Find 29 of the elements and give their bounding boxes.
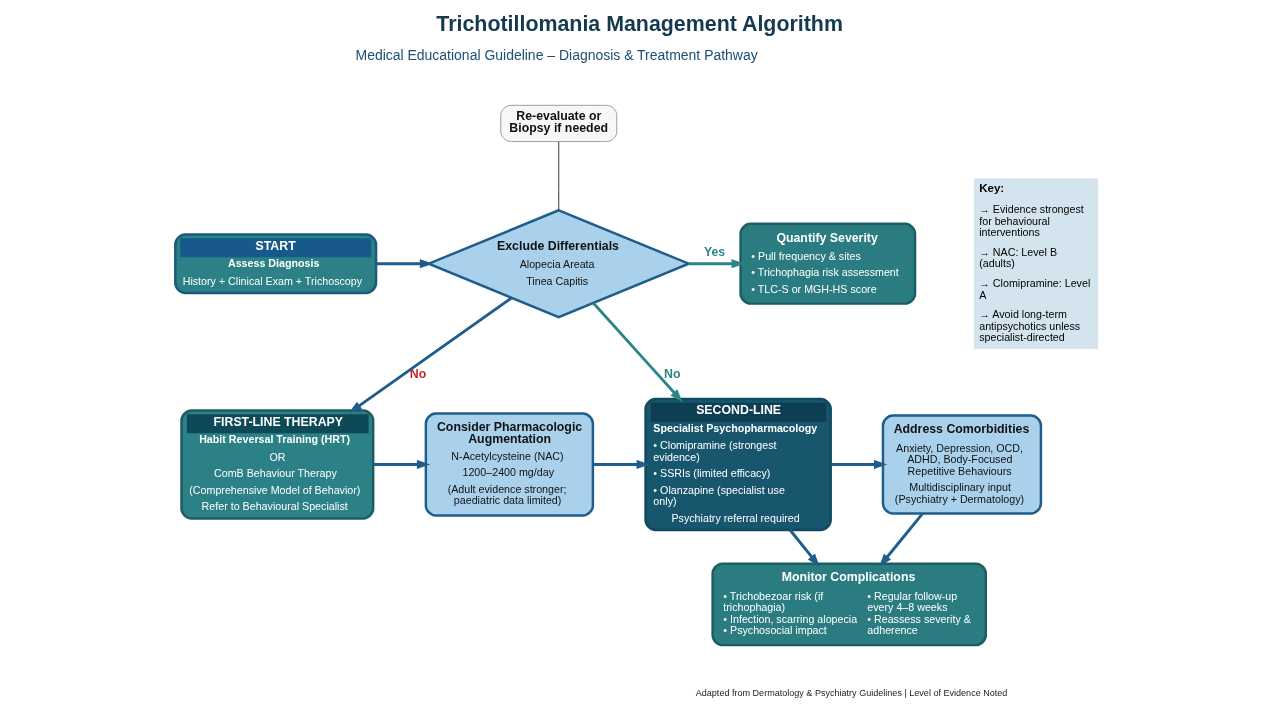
arrow: [348, 296, 513, 414]
label: Medical Educational Guideline – Diagnosis & Treatment Pathway: [355, 47, 758, 64]
arrow: [830, 459, 888, 470]
node-box: Re-evaluate or Biopsy if needed: [500, 104, 618, 143]
edge-label: No: [664, 366, 681, 381]
arrow: [879, 512, 924, 567]
node-box: Address Comorbidities Anxiety, Depression, OCD, ADHD, Body-Focused Repetitive Behaviours Multidisciplinary input (Psychiatry + Dermatology): [881, 414, 1043, 515]
label: → Clomipramine: Level A: [979, 277, 1091, 301]
node-box: Consider Pharmacologic Augmentation N-Acetylcysteine (NAC) 1200–2400 mg/day (Adult evidence stronger; paediatric data limited): [424, 412, 595, 517]
arrow: [373, 459, 431, 470]
arrow: [592, 459, 650, 470]
connector: [558, 141, 560, 211]
edge-label: No: [409, 366, 427, 381]
label: → Avoid long-term antipsychotics unless specialist-directed: [979, 308, 1081, 344]
node-box: Quantify Severity • Pull frequency & sites • Trichophagia risk assessment • TLC-S or MGH-HS score: [739, 222, 917, 305]
node-box: Monitor Complications • Trichobezoar risk (if trichophagia) • Infection, scarring alopecia • Psychosocial impact • Regular follow-up every 4–8 weeks • Reassess severity & adherence: [711, 562, 988, 647]
label: → Evidence strongest for behavioural interventions: [979, 203, 1084, 239]
node-box: SECOND-LINE Specialist Psychopharmacology • Clomipramine (strongest evidence) • SSRIs (limited efficacy) • Olanzapine (specialist use only) Psychiatry referral required: [644, 397, 832, 532]
edge-label: Yes: [703, 245, 726, 260]
diagram-title: Trichotillomania Management Algorithm: [436, 12, 843, 37]
arrow: [376, 259, 434, 269]
label: Key:: [979, 182, 1005, 195]
arrow: [592, 302, 683, 403]
label: Adapted from Dermatology & Psychiatry Guidelines | Level of Evidence Noted: [695, 687, 1008, 698]
arrow: [788, 529, 820, 567]
arrow: [688, 259, 745, 269]
node-box: START Assess Diagnosis History + Clinical Exam + Trichoscopy: [174, 233, 378, 295]
label: → NAC: Level B (adults): [979, 245, 1058, 270]
node-box: FIRST-LINE THERAPY Habit Reversal Training (HRT) OR ComB Behaviour Therapy (Comprehensive Model of Behavior) Refer to Behavioural Specialist: [180, 409, 375, 520]
